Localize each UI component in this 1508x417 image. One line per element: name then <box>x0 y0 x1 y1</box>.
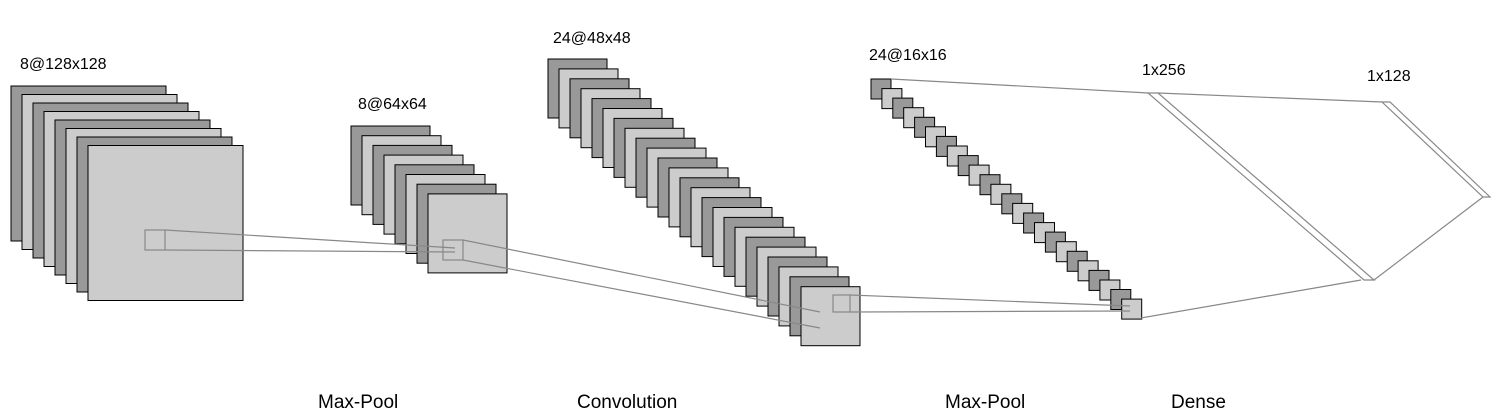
receptive-field-box <box>144 229 166 251</box>
projection-line <box>462 259 821 329</box>
feature-map-stack-8x128x128 <box>10 85 244 301</box>
operation-label-convolution: Convolution <box>577 392 677 413</box>
layer-label-5: 1x256 <box>1142 62 1186 79</box>
layer-label-6: 1x128 <box>1367 68 1411 85</box>
layer-label-1: 8@128x128 <box>20 56 107 73</box>
projection-line <box>1157 92 1383 103</box>
connection-lines <box>144 78 1492 329</box>
feature-map <box>427 193 508 274</box>
feature-map <box>87 145 244 301</box>
feature-map <box>1121 298 1143 320</box>
projection-line <box>849 294 1131 307</box>
receptive-field-box <box>832 294 851 313</box>
operation-label-maxpool-2: Max-Pool <box>945 392 1025 413</box>
layer-label-2: 8@64x64 <box>358 96 427 113</box>
projection-line <box>1140 279 1362 319</box>
projection-line <box>849 310 1131 313</box>
feature-map-stack-24x16x16 <box>870 78 1143 320</box>
receptive-field-box <box>442 239 464 261</box>
projection-line <box>164 229 456 249</box>
layer-label-3: 24@48x48 <box>553 30 631 47</box>
operation-label-maxpool-1: Max-Pool <box>318 392 398 413</box>
dense-layer-1x256 <box>1146 92 1376 281</box>
layer-label-4: 24@16x16 <box>869 47 947 64</box>
projection-line <box>1373 196 1484 281</box>
projection-line <box>890 78 1149 94</box>
operation-label-dense: Dense <box>1171 392 1226 413</box>
projection-line <box>462 239 821 313</box>
feature-map-stack-24x48x48 <box>547 58 861 347</box>
feature-map-stack-8x64x64 <box>350 125 508 274</box>
dense-layer-1x128 <box>1380 101 1492 198</box>
projection-line <box>164 249 456 253</box>
